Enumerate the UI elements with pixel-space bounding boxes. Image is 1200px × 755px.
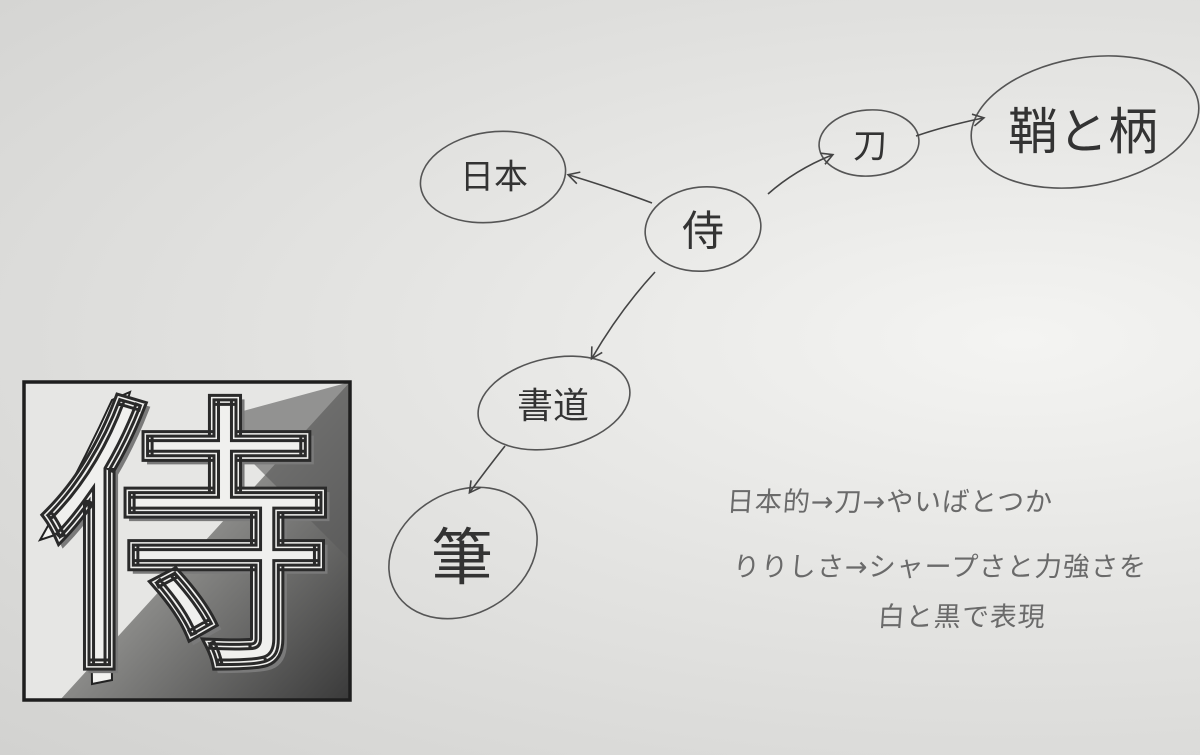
node-center-ellipse: [644, 185, 762, 273]
arrow-center-to-shodo: [590, 271, 656, 361]
node-fude-label: 筆: [430, 521, 494, 594]
node-shodo-label: 書道: [516, 386, 590, 427]
artwork-glyph: 侍: [41, 371, 334, 711]
arrow-center-to-nihon: [566, 171, 653, 204]
note-line-2: りりしさ→シャープさと力強さを: [731, 552, 1148, 583]
artwork-panel: 侍: [24, 382, 350, 700]
node-nihon-label: 日本: [460, 157, 528, 198]
node-saya-tsuka-ellipse: [970, 55, 1200, 189]
note-line-1: 日本的→刀→やいばとつか: [725, 487, 1055, 518]
node-fude-ellipse: [388, 486, 538, 620]
artwork-drawing: [22, 380, 352, 702]
node-katana-ellipse: [818, 109, 920, 177]
arrow-center-to-katana: [767, 152, 835, 195]
node-nihon-ellipse: [419, 130, 567, 224]
arrow-katana-to-saya-tsuka: [915, 113, 986, 137]
arrow-shodo-to-fude: [468, 445, 506, 495]
node-katana-label: 刀: [853, 126, 887, 167]
node-center-label: 侍: [681, 206, 725, 256]
note-line-3: 白と黒で表現: [876, 602, 1047, 633]
node-shodo-ellipse: [477, 355, 631, 451]
node-saya-tsuka-label: 鞘と柄: [1008, 103, 1158, 161]
